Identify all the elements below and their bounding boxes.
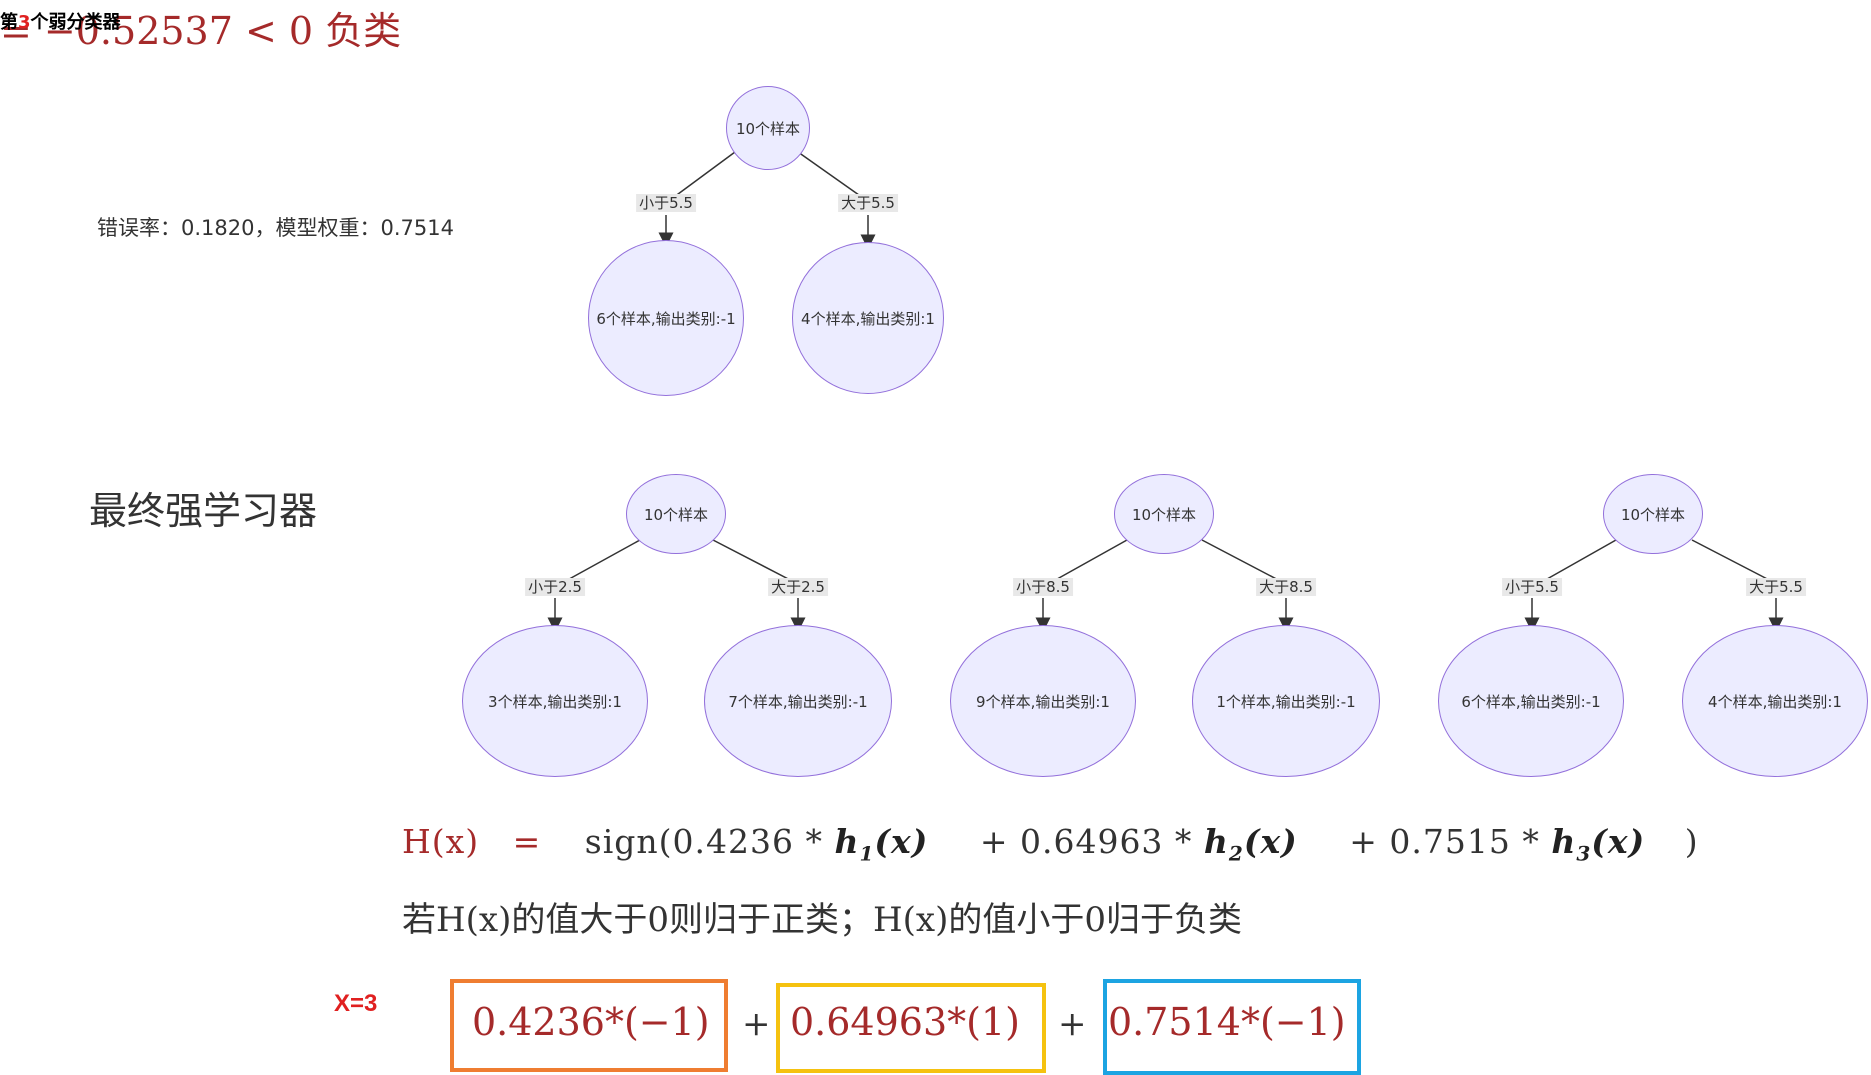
- h3-symbol: h: [1551, 822, 1577, 861]
- strong1-right-edge-label: 大于2.5: [768, 578, 828, 596]
- example-term1: 0.4236*(−1): [472, 1000, 710, 1044]
- example-term3: 0.7514*(−1): [1108, 1000, 1346, 1044]
- strong3-root-node: 10个样本: [1603, 474, 1703, 554]
- h2-symbol: h: [1203, 822, 1229, 861]
- formula-h2: h2(x): [1203, 822, 1298, 866]
- edge-line: [561, 539, 641, 584]
- strong3-right-edge-label: 大于5.5: [1746, 578, 1806, 596]
- edge-line: [669, 151, 736, 201]
- term2-box: [776, 983, 1046, 1073]
- example-plus2: +: [1058, 1004, 1087, 1044]
- error-rate-weight: 错误率：0.1820，模型权重：0.7514: [97, 216, 454, 240]
- edge-line: [1691, 539, 1776, 584]
- example-result: = −0.52537 < 0 负类: [0, 9, 402, 53]
- weak3-left-leaf-node: 6个样本,输出类别:-1: [588, 240, 744, 396]
- classification-rule: 若H(x)的值大于0则归于正类；H(x)的值小于0归于负类: [402, 900, 1242, 940]
- weak-classifier-header: 第3个弱分类器: [0, 8, 121, 34]
- weak3-left-edge-label: 小于5.5: [636, 194, 696, 212]
- h2-subscript: 2: [1228, 841, 1244, 866]
- h2-arg: (x): [1243, 822, 1298, 861]
- formula-term3: + 0.7515 *: [1349, 822, 1540, 861]
- h3-subscript: 3: [1576, 841, 1592, 866]
- edge-line: [797, 151, 867, 201]
- strong3-left-leaf-node: 6个样本,输出类别:-1: [1438, 625, 1624, 777]
- strong2-right-edge-label: 大于8.5: [1256, 578, 1316, 596]
- weak3-right-leaf-node: 4个样本,输出类别:1: [792, 242, 944, 394]
- example-plus1: +: [742, 1004, 771, 1044]
- strong1-root-node: 10个样本: [626, 474, 726, 554]
- h1-arg: (x): [874, 822, 929, 861]
- header-suffix: 个弱分类器: [30, 12, 121, 33]
- h1-subscript: 1: [859, 841, 875, 866]
- formula-equals: =: [512, 822, 542, 861]
- strong1-left-edge-label: 小于2.5: [525, 578, 585, 596]
- edge-line: [1539, 539, 1617, 584]
- weak3-root-node: 10个样本: [726, 86, 810, 170]
- h3-arg: (x): [1591, 822, 1646, 861]
- formula-sign-term1: sign(0.4236 *: [584, 822, 823, 861]
- example-term2: 0.64963*(1): [790, 1000, 1020, 1044]
- strong-learner-title: 最终强学习器: [89, 489, 318, 533]
- x-value-label: X=3: [334, 990, 378, 1017]
- header-number: 3: [18, 12, 31, 33]
- edge-line: [712, 539, 797, 584]
- strong2-root-node: 10个样本: [1114, 474, 1214, 554]
- strong2-left-leaf-node: 9个样本,输出类别:1: [950, 625, 1136, 777]
- strong1-right-leaf-node: 7个样本,输出类别:-1: [704, 625, 892, 777]
- strong2-right-leaf-node: 1个样本,输出类别:-1: [1192, 625, 1380, 777]
- formula-h3: h3(x): [1551, 822, 1646, 866]
- strong3-left-edge-label: 小于5.5: [1502, 578, 1562, 596]
- strong3-right-leaf-node: 4个样本,输出类别:1: [1682, 625, 1868, 777]
- formula-close: ): [1684, 822, 1699, 861]
- edge-line: [1201, 539, 1285, 584]
- formula-lhs: H(x): [402, 822, 480, 861]
- header-prefix: 第: [0, 12, 18, 33]
- weak3-right-edge-label: 大于5.5: [838, 194, 898, 212]
- term3-box: [1103, 979, 1361, 1075]
- term1-box: [450, 979, 728, 1072]
- strong1-left-leaf-node: 3个样本,输出类别:1: [462, 625, 648, 777]
- h1-symbol: h: [834, 822, 860, 861]
- formula-term2: + 0.64963 *: [979, 822, 1193, 861]
- edge-line: [1049, 539, 1128, 584]
- strong2-left-edge-label: 小于8.5: [1013, 578, 1073, 596]
- strong-learner-formula: H(x) = sign(0.4236 * h1(x) + 0.64963 * h…: [402, 822, 1699, 866]
- formula-h1: h1(x): [834, 822, 929, 866]
